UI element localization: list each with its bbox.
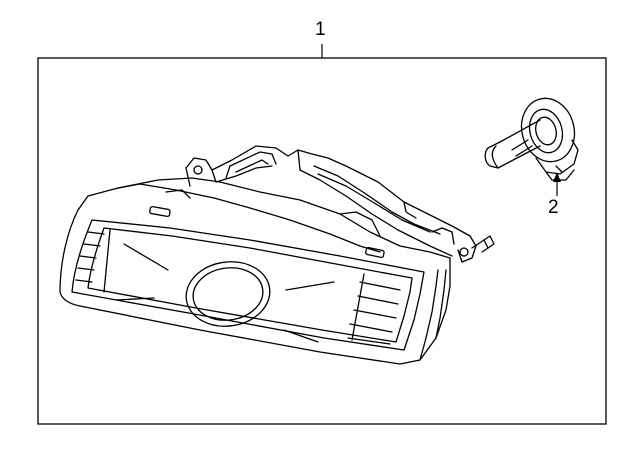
leader-arrow-2 <box>553 172 561 182</box>
diagram-frame <box>37 57 607 425</box>
callout-2: 2 <box>548 197 559 218</box>
fog-lamp-assembly <box>59 145 495 365</box>
callout-1: 1 <box>315 19 326 40</box>
bulb <box>484 97 579 181</box>
